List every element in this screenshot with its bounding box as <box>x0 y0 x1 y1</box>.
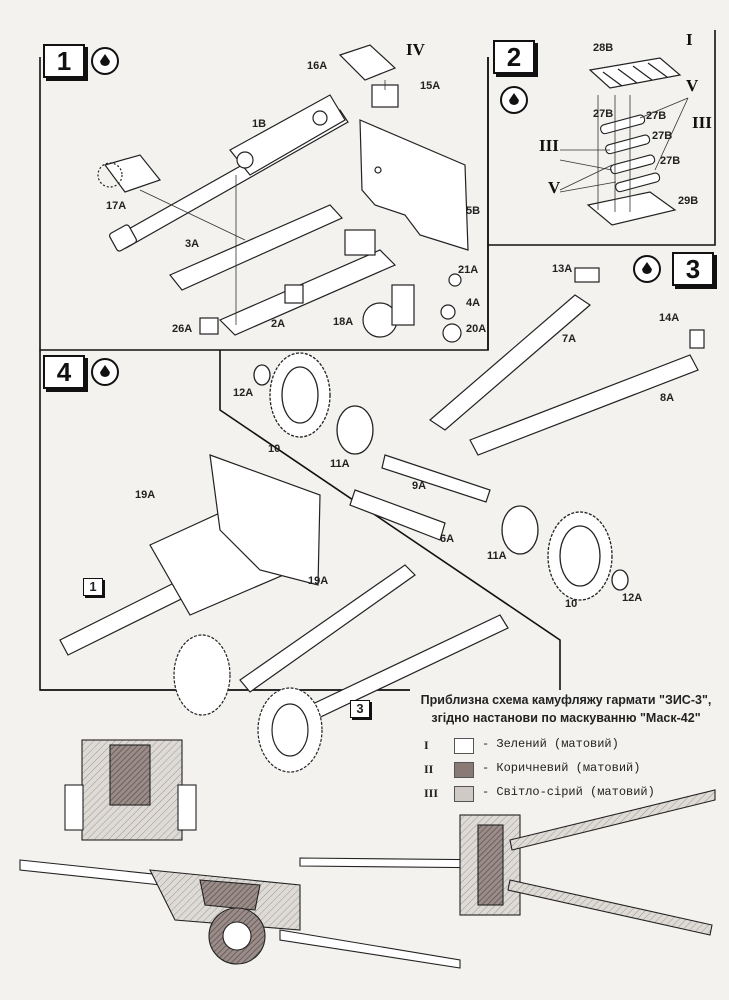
part-26a <box>199 317 219 335</box>
part-label: 14A <box>659 312 680 324</box>
step2-leaders <box>559 95 689 212</box>
legend-text: - Світло-сірий (матовий) <box>482 785 655 799</box>
step-ref-3: 3 <box>350 700 370 718</box>
mechanism-18a <box>362 273 462 343</box>
legend-text: - Зелений (матовий) <box>482 737 619 751</box>
front-view <box>64 739 197 841</box>
legend-numeral: III <box>424 786 439 800</box>
part-label: 16A <box>307 60 328 72</box>
paint-code: V <box>548 178 561 197</box>
part-label: 2A <box>271 318 286 330</box>
side-view <box>19 859 461 969</box>
paint-code: III <box>692 113 712 132</box>
part-label: 6A <box>440 533 455 545</box>
frame-step2 <box>487 30 716 246</box>
part-label: 12A <box>233 387 254 399</box>
step1-leaders <box>139 80 386 325</box>
part-17a <box>97 154 162 193</box>
top-view <box>299 789 716 936</box>
part-label: 12A <box>622 592 643 604</box>
step-4-badge: 4 <box>43 355 85 389</box>
camouflage-legend-title: Приблизна схема камуфляжу гармати "ЗИС-3… <box>416 691 716 727</box>
assembled-gun <box>59 454 509 773</box>
part-label: 10 <box>268 443 281 455</box>
trail-7a <box>429 267 600 431</box>
shield-5b <box>359 119 469 251</box>
step-ref-1: 1 <box>83 578 103 596</box>
part-label: 13A <box>552 263 573 275</box>
ammo-tray-29b <box>586 191 677 226</box>
legend-swatch-grey <box>454 786 474 802</box>
step-2-badge: 2 <box>493 40 535 74</box>
legend-title-line-2: згідно настанови по маскуванню "Маск-42" <box>431 711 701 725</box>
barrel-1b <box>109 94 349 252</box>
step-1-badge: 1 <box>43 44 85 78</box>
frame-step3 <box>219 350 561 690</box>
part-label: 27B <box>646 110 667 122</box>
paint-code: III <box>539 136 559 155</box>
legend-text: - Коричневий (матовий) <box>482 761 641 775</box>
ammo-box-28b <box>588 57 682 89</box>
part-label: 18A <box>333 316 354 328</box>
part-label: 21A <box>458 264 479 276</box>
glue-drop-icon <box>91 47 119 75</box>
legend-swatch-green <box>454 738 474 754</box>
part-label: 3A <box>185 238 200 250</box>
part-label: 27B <box>660 155 681 167</box>
part-label: 26A <box>172 323 193 335</box>
paint-code: I <box>686 30 693 49</box>
part-label: 28B <box>593 42 614 54</box>
part-label: 11A <box>330 458 350 470</box>
part-label: 1B <box>252 118 267 130</box>
part-label: 29B <box>678 195 699 207</box>
trail-8a <box>469 329 705 456</box>
legend-numeral: II <box>424 762 434 776</box>
paint-code: V <box>686 76 699 95</box>
part-16a-15a <box>338 44 399 108</box>
part-label: 17A <box>106 200 127 212</box>
part-label: 20A <box>466 323 487 335</box>
shield-6a <box>349 489 446 541</box>
legend-title-line-1: Приблизна схема камуфляжу гармати "ЗИС-3… <box>420 693 712 707</box>
part-label: 9A <box>412 480 427 492</box>
legend-swatch-brown <box>454 762 474 778</box>
axle-9a <box>381 454 491 503</box>
wheel-left <box>253 352 374 455</box>
part-label: 7A <box>562 333 577 345</box>
step-3-badge: 3 <box>672 252 714 286</box>
part-label: 15A <box>420 80 441 92</box>
glue-drop-icon <box>500 86 528 114</box>
shells-27b <box>600 114 661 193</box>
part-label: 19A <box>135 489 156 501</box>
part-label: 27B <box>593 108 614 120</box>
glue-drop-icon <box>91 358 119 386</box>
wheel-right <box>501 505 629 601</box>
part-label: 11A <box>487 550 507 562</box>
part-label: 5B <box>466 205 481 217</box>
part-label: 10 <box>565 598 578 610</box>
glue-drop-icon <box>633 255 661 283</box>
legend-numeral: I <box>424 738 429 752</box>
part-label: 8A <box>660 392 675 404</box>
paint-code: IV <box>406 40 425 59</box>
part-label: 27B <box>652 130 673 142</box>
part-label: 19A <box>308 575 329 587</box>
cradle-3a-2a <box>169 204 397 336</box>
part-label: 4A <box>466 297 481 309</box>
